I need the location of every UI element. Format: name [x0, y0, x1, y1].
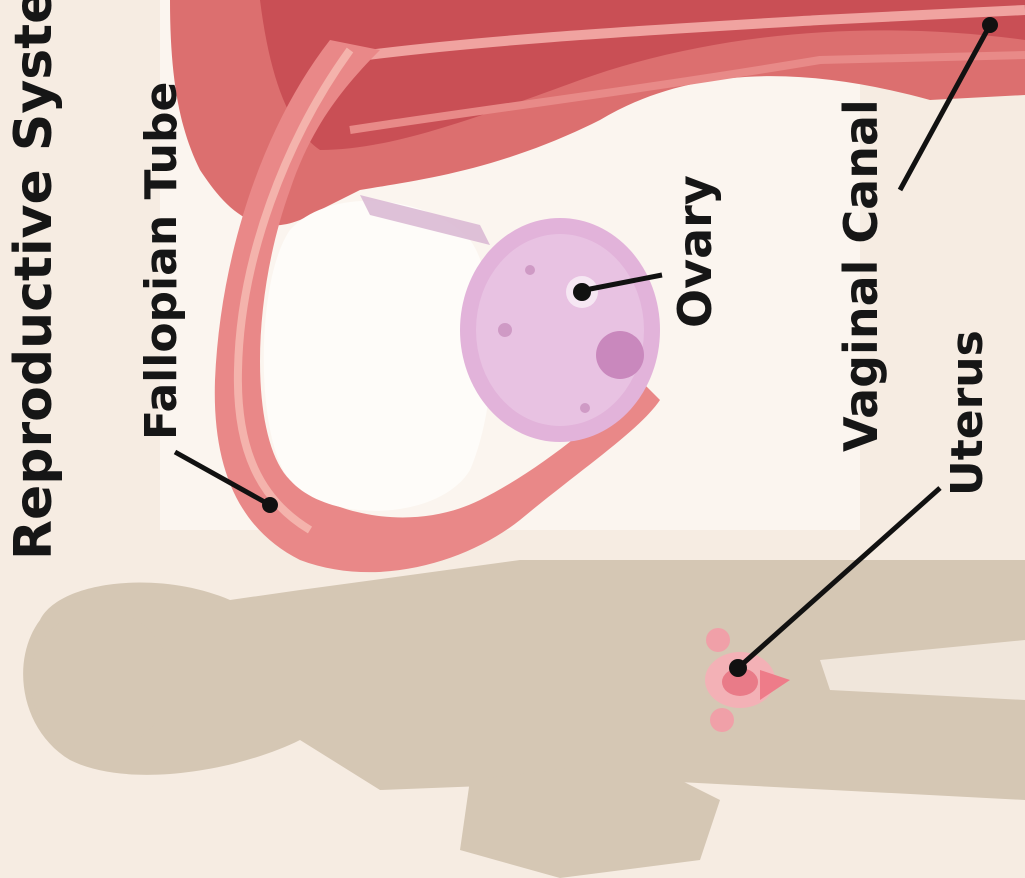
label-uterus: Uterus [946, 330, 990, 496]
label-fallopian-tube: Fallopian Tube [140, 82, 184, 440]
ovary-shape [460, 218, 660, 442]
diagram-title: Reproductive System [8, 0, 60, 560]
tube-cavity [264, 201, 493, 511]
label-ovary: Ovary [672, 175, 718, 328]
label-vaginal-canal: Vaginal Canal [838, 99, 884, 452]
